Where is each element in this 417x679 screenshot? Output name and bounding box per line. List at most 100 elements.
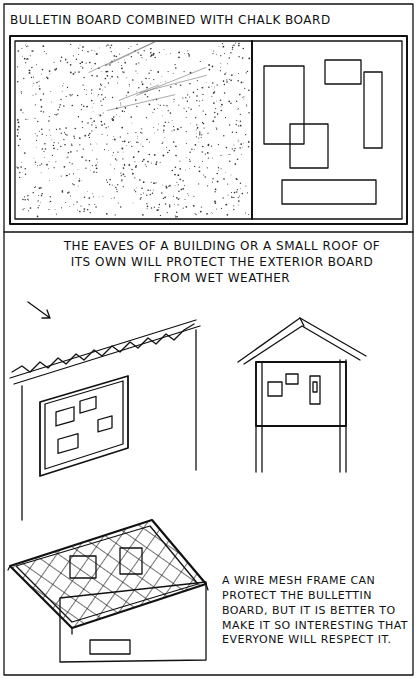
stipple-dot	[203, 174, 204, 175]
stipple-dot	[157, 129, 158, 130]
stipple-dot	[46, 77, 48, 79]
stipple-dot	[94, 63, 96, 65]
stipple-dot	[76, 201, 77, 202]
stipple-dot	[131, 122, 133, 124]
stipple-dot	[189, 159, 190, 160]
stipple-dot	[31, 85, 33, 87]
stipple-dot	[41, 133, 42, 134]
stipple-dot	[19, 139, 21, 141]
stipple-dot	[64, 166, 66, 168]
stipple-dot	[124, 62, 126, 64]
stipple-dot	[61, 176, 62, 177]
stipple-dot	[154, 207, 155, 208]
stipple-dot	[77, 210, 78, 211]
stipple-dot	[99, 88, 100, 89]
stipple-dot	[162, 143, 163, 144]
stipple-dot	[177, 128, 178, 129]
stipple-dot	[58, 143, 59, 144]
stipple-dot	[142, 214, 144, 216]
stipple-dot	[247, 192, 248, 193]
stipple-dot	[184, 169, 186, 171]
stipple-dot	[144, 50, 145, 51]
stipple-dot	[141, 194, 142, 195]
stipple-dot	[235, 124, 236, 125]
stipple-dot	[33, 157, 35, 159]
stipple-dot	[172, 72, 174, 74]
stipple-dot	[166, 187, 168, 189]
stipple-dot	[117, 82, 118, 83]
stipple-dot	[98, 94, 99, 95]
stipple-dot	[112, 152, 114, 154]
stipple-dot	[136, 141, 138, 143]
stipple-dot	[180, 189, 182, 191]
stipple-dot	[60, 60, 62, 62]
stipple-dot	[199, 131, 200, 132]
stipple-dot	[79, 44, 81, 46]
stipple-dot	[71, 105, 73, 107]
stipple-dot	[220, 110, 222, 112]
stipple-dot	[84, 135, 86, 137]
stipple-dot	[48, 120, 50, 122]
stipple-dot	[61, 57, 63, 59]
stipple-dot	[165, 185, 167, 187]
stipple-dot	[114, 139, 116, 141]
stipple-dot	[49, 70, 51, 72]
stipple-dot	[245, 134, 246, 135]
stipple-dot	[240, 125, 242, 127]
stipple-dot	[146, 117, 147, 118]
stipple-dot	[122, 71, 123, 72]
stipple-dot	[64, 144, 66, 146]
stipple-dot	[73, 173, 74, 174]
chalk-streak	[105, 41, 156, 66]
stipple-dot	[245, 103, 247, 105]
stipple-dot	[63, 139, 64, 140]
stipple-dot	[117, 61, 119, 63]
stipple-dot	[174, 214, 176, 216]
stipple-dot	[165, 81, 167, 83]
stipple-dot	[62, 85, 63, 86]
stipple-dot	[198, 166, 199, 167]
stipple-dot	[44, 51, 45, 52]
stipple-dot	[178, 104, 179, 105]
stipple-dot	[37, 135, 38, 136]
stipple-dot	[31, 50, 33, 52]
stipple-dot	[43, 111, 44, 112]
stipple-dot	[160, 105, 161, 106]
stipple-dot	[230, 80, 232, 82]
stipple-dot	[89, 62, 91, 64]
stipple-dot	[212, 53, 213, 54]
stipple-dot	[187, 101, 188, 102]
stipple-dot	[71, 144, 72, 145]
stipple-dot	[56, 129, 57, 130]
stipple-dot	[178, 52, 180, 54]
stipple-dot	[145, 78, 147, 80]
stipple-dot	[130, 140, 132, 142]
stipple-dot	[150, 48, 151, 49]
stipple-dot	[147, 208, 148, 209]
stipple-dot	[244, 88, 245, 89]
stipple-dot	[167, 152, 169, 154]
stipple-dot	[202, 122, 203, 123]
stipple-dot	[17, 129, 19, 131]
stipple-dot	[237, 139, 239, 141]
stipple-dot	[79, 211, 81, 213]
stipple-dot	[134, 161, 135, 162]
stipple-dot	[173, 99, 174, 100]
stipple-dot	[152, 112, 153, 113]
stipple-dot	[235, 42, 236, 43]
stipple-dot	[170, 112, 172, 114]
stipple-dot	[40, 99, 42, 101]
stipple-dot	[225, 117, 226, 118]
stipple-dot	[55, 161, 56, 162]
stipple-dot	[173, 129, 175, 131]
stipple-dot	[54, 208, 56, 210]
stipple-dot	[195, 213, 196, 214]
stipple-dot	[214, 201, 216, 203]
stipple-dot	[136, 63, 138, 65]
stipple-dot	[163, 155, 165, 157]
stipple-dot	[183, 108, 184, 109]
stipple-dot	[68, 152, 70, 154]
stipple-dot	[205, 81, 207, 83]
stipple-dot	[139, 179, 141, 181]
stipple-dot	[107, 182, 108, 183]
